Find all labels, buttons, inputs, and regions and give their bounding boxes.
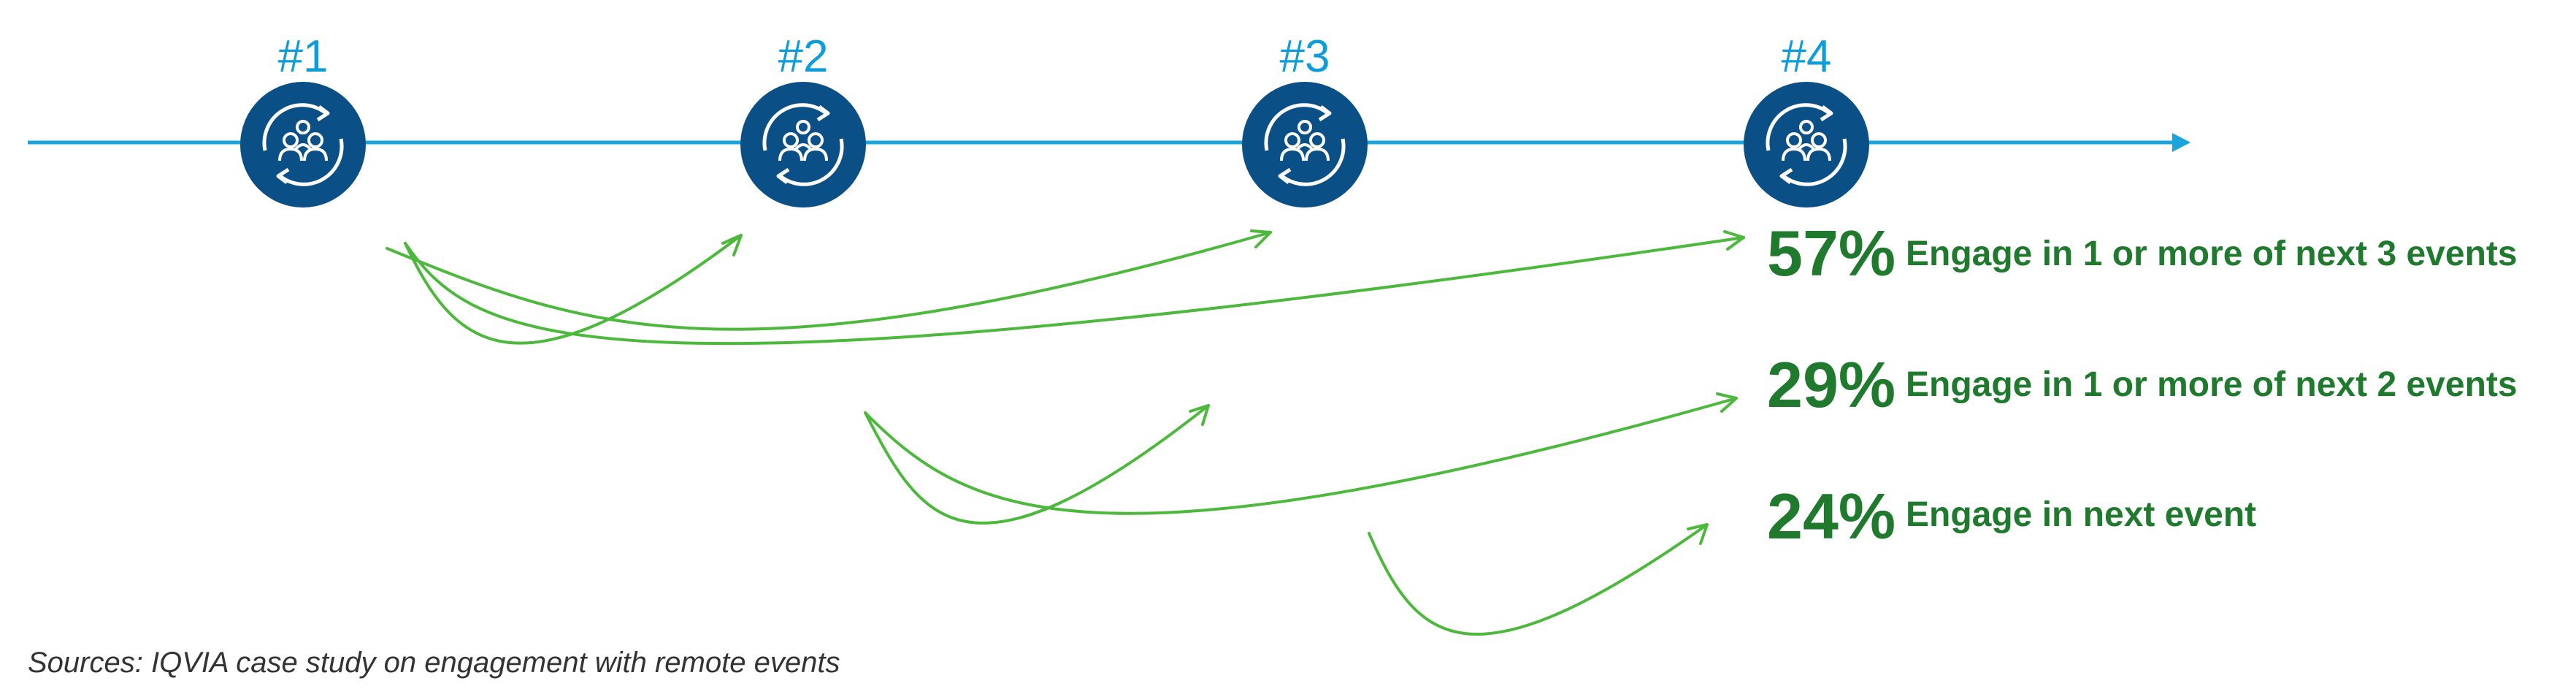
event-label-2: #2 [778, 31, 829, 82]
event-3: #3 [1242, 31, 1368, 207]
event-label-4: #4 [1782, 31, 1832, 82]
stat-percent-2: 29% [1767, 348, 1895, 421]
stat-2: 29% Engage in 1 or more of next 2 events [1767, 348, 2518, 421]
arrow-1-to-3 [386, 231, 1272, 331]
stat-1: 57% Engage in 1 or more of next 3 events [1767, 217, 2518, 289]
arrow-2-to-4-head [1716, 392, 1738, 413]
arrow-2-to-3 [864, 404, 1210, 525]
stat-percent-3: 24% [1767, 480, 1895, 552]
arrow-2-to-3-head [1189, 404, 1210, 426]
event-label-3: #3 [1280, 31, 1330, 82]
stat-3: 24% Engage in next event [1767, 480, 2256, 552]
event-1: #1 [240, 31, 366, 207]
source-note: Sources: IQVIA case study on engagement … [28, 647, 840, 679]
arrow-3-to-4-head [1687, 523, 1709, 545]
arrow-2-to-4 [864, 397, 1738, 515]
stat-text-2: Engage in 1 or more of next 2 events [1906, 365, 2518, 404]
timeline-arrowhead [2172, 133, 2190, 152]
arrow-1-to-4-head [1723, 230, 1745, 251]
arrow-1-to-2-head [721, 234, 743, 256]
arrow-3-to-4 [1368, 523, 1709, 636]
stat-text-1: Engage in 1 or more of next 3 events [1906, 235, 2518, 273]
arrow-1-to-2 [404, 234, 743, 345]
event-4: #4 [1744, 31, 1869, 207]
arrow-1-to-4 [404, 236, 1745, 346]
event-2: #2 [740, 31, 866, 207]
stat-text-3: Engage in next event [1906, 495, 2256, 534]
arrow-1-to-3-head [1250, 229, 1272, 248]
event-label-1: #1 [278, 31, 329, 82]
stat-percent-1: 57% [1767, 217, 1895, 289]
